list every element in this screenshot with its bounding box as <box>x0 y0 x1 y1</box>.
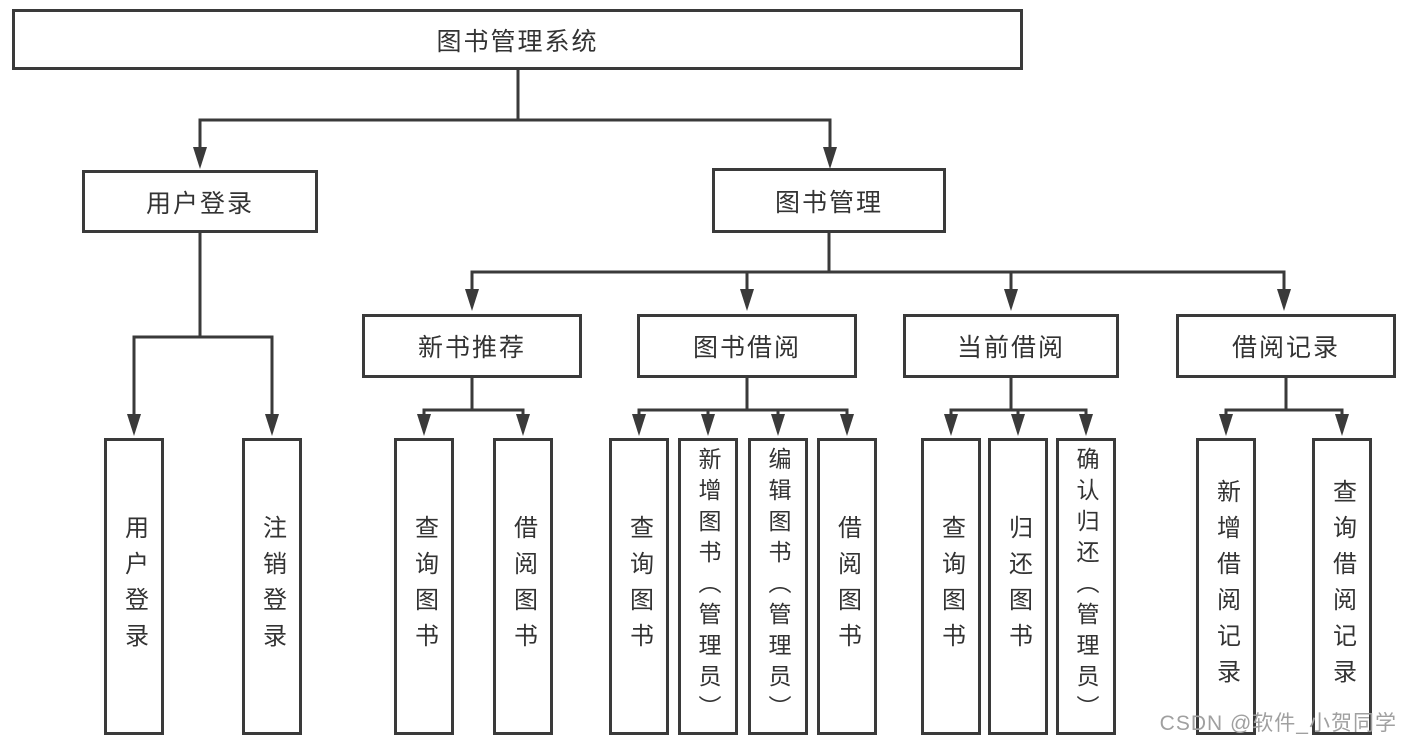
node-leaf-bb-borrow-books: 借阅图书 <box>817 438 877 735</box>
node-current-borrow: 当前借阅 <box>903 314 1119 378</box>
node-leaf-br-query-record: 查询借阅记录 <box>1312 438 1372 735</box>
csdn-watermark: CSDN @软件_小贺同学 <box>1159 712 1397 735</box>
node-leaf-cb-confirm-return: 确认归还（管理员） <box>1056 438 1116 735</box>
node-leaf-user-login: 用户登录 <box>104 438 164 735</box>
node-leaf-bb-query-books: 查询图书 <box>609 438 669 735</box>
node-book-management: 图书管理 <box>712 168 946 233</box>
node-borrow-records: 借阅记录 <box>1176 314 1396 378</box>
node-leaf-cb-return-books: 归还图书 <box>988 438 1048 735</box>
node-leaf-br-add-record: 新增借阅记录 <box>1196 438 1256 735</box>
node-leaf-logout: 注销登录 <box>242 438 302 735</box>
node-user-login: 用户登录 <box>82 170 318 233</box>
node-book-borrow: 图书借阅 <box>637 314 857 378</box>
node-leaf-nb-query-books: 查询图书 <box>394 438 454 735</box>
node-leaf-bb-edit-books: 编辑图书（管理员） <box>748 438 808 735</box>
node-new-book-recommend: 新书推荐 <box>362 314 582 378</box>
node-leaf-cb-query-books: 查询图书 <box>921 438 981 735</box>
node-leaf-bb-add-books: 新增图书（管理员） <box>678 438 738 735</box>
node-root: 图书管理系统 <box>12 9 1023 70</box>
node-leaf-nb-borrow-books: 借阅图书 <box>493 438 553 735</box>
